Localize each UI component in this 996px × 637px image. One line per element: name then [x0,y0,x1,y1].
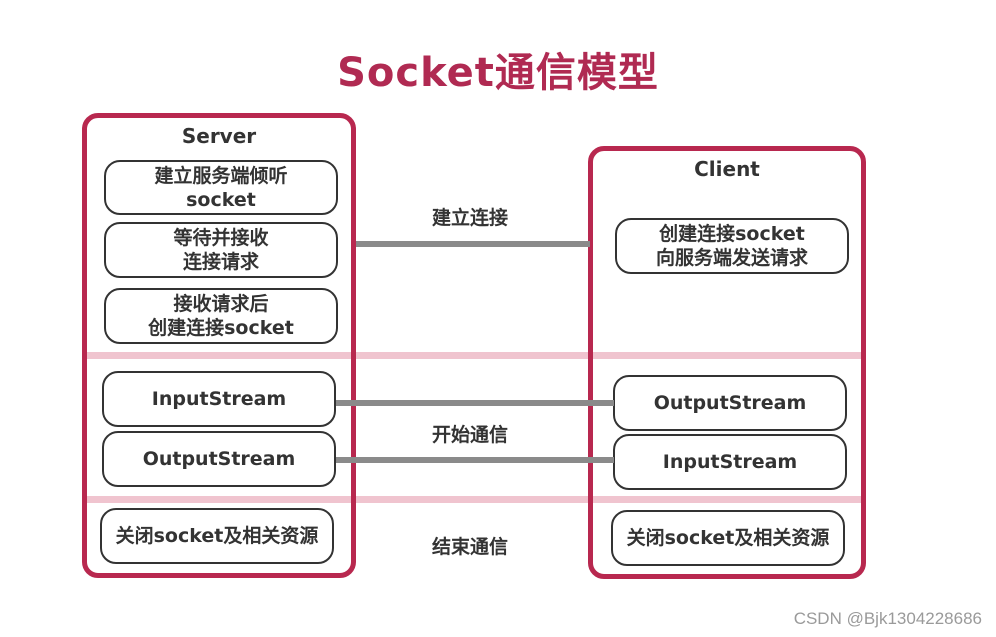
output-input-connector-line [336,457,614,463]
phase-label-end: 结束通信 [431,536,508,558]
server-create-socket-box: 接收请求后创建连接socket [104,288,338,344]
box-text: 关闭socket及相关资源 [626,527,830,549]
box-text: 接收请求后 [173,293,269,315]
server-accept-box: 等待并接收连接请求 [104,222,338,278]
box-text: 连接请求 [182,251,259,273]
client-inputstream-box: InputStream [613,434,847,490]
phase-divider-2 [84,496,862,503]
connect-connector-line [356,241,590,247]
box-text: 向服务端发送请求 [655,247,808,269]
server-close-box: 关闭socket及相关资源 [100,508,334,564]
server-band-2 [87,496,351,503]
box-text: socket [186,188,256,211]
box-text: OutputStream [653,392,807,414]
server-band-1 [87,352,351,359]
client-close-box: 关闭socket及相关资源 [611,510,845,566]
box-text: 等待并接收 [173,227,269,249]
diagram-title: Socket通信模型 [337,50,659,96]
box-text: 关闭socket及相关资源 [115,525,319,547]
server-inputstream-box: InputStream [102,371,336,427]
server-label: Server [181,124,257,148]
box-text: 建立服务端倾听 [154,164,288,187]
phase-label-communicate: 开始通信 [431,424,508,446]
client-label: Client [694,157,760,181]
box-text: InputStream [151,388,287,410]
client-band-1 [593,352,861,359]
box-text: 创建连接socket [659,223,805,245]
watermark: CSDN @Bjk1304228686 [793,609,982,628]
box-text: InputStream [662,451,798,473]
server-outputstream-box: OutputStream [102,431,336,487]
box-text: 创建连接socket [148,317,294,339]
client-outputstream-box: OutputStream [613,375,847,431]
client-band-2 [593,496,861,503]
phase-label-connect: 建立连接 [431,207,508,229]
box-text: OutputStream [142,448,296,470]
input-output-connector-line [336,400,614,406]
phase-divider-1 [84,352,862,359]
